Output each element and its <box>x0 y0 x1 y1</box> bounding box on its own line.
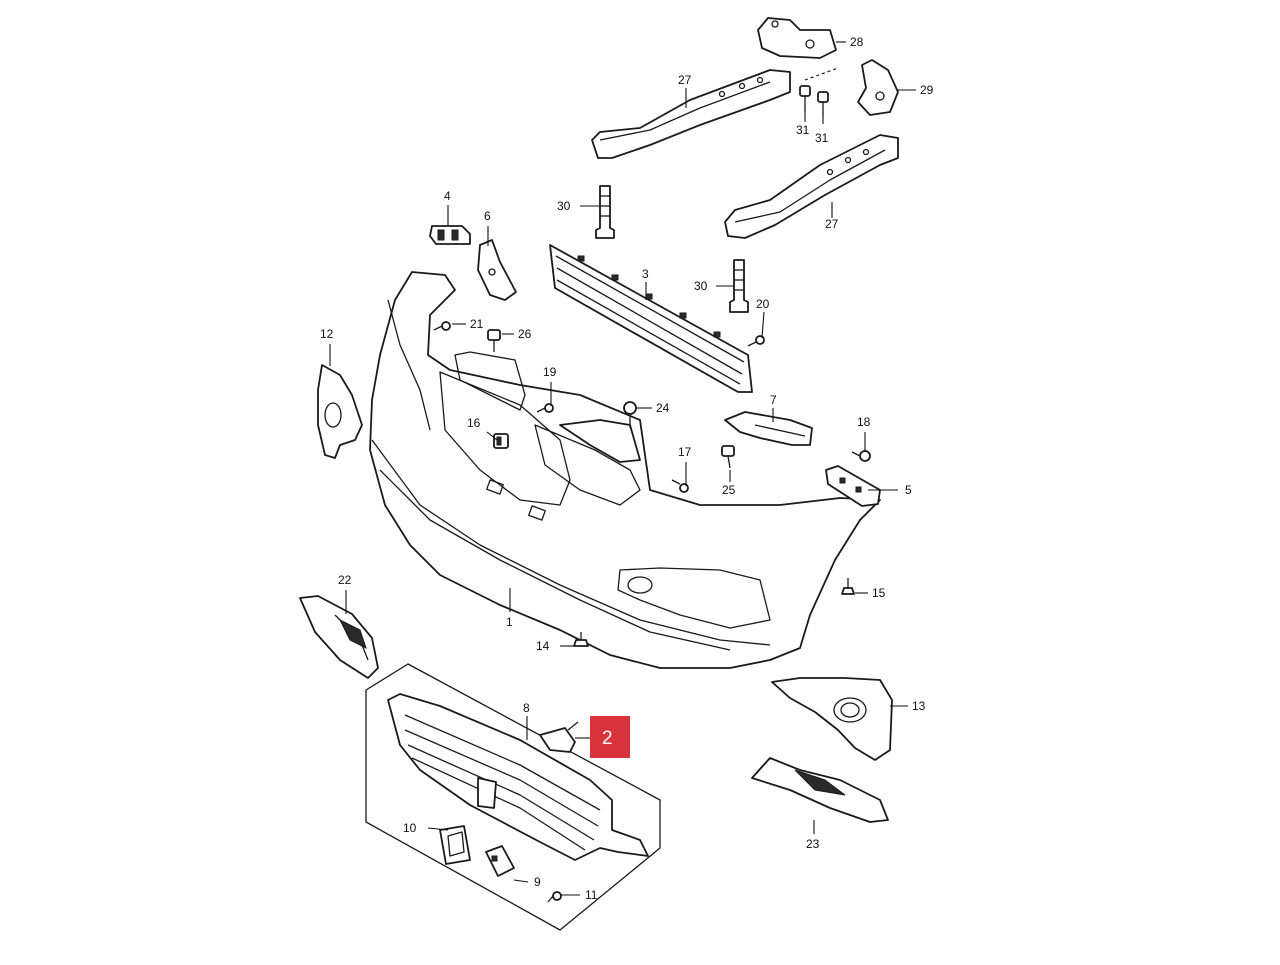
callout-29: 29 <box>920 83 934 97</box>
fastener-15 <box>841 578 855 595</box>
highlight-callout-2: 2 <box>590 716 630 758</box>
callout-11: 11 <box>585 888 598 902</box>
callout-30-upper: 30 <box>557 199 571 213</box>
fastener-25 <box>721 445 735 469</box>
callout-28: 28 <box>850 35 864 49</box>
fastener-26 <box>487 329 501 352</box>
side-bracket-12 <box>317 364 363 459</box>
callout-7: 7 <box>770 393 777 407</box>
bracket-27-lower <box>724 134 899 239</box>
front-grille-8 <box>387 693 649 861</box>
lower-garnish-23 <box>751 757 889 823</box>
callout-22: 22 <box>338 573 352 587</box>
callout-27-upper: 27 <box>678 73 692 87</box>
callout-31-b: 31 <box>815 131 829 145</box>
bracket-16 <box>493 433 509 449</box>
callout-1: 1 <box>506 615 513 629</box>
lower-garnish-22 <box>299 595 379 679</box>
bracket-27-upper <box>591 69 791 159</box>
emblem-base-9 <box>485 845 515 877</box>
fastener-17 <box>671 479 689 493</box>
emblem-10 <box>439 825 471 865</box>
bolt-31-b <box>817 91 829 116</box>
callout-24: 24 <box>656 401 670 415</box>
callout-5: 5 <box>905 483 912 497</box>
callout-31-a: 31 <box>796 123 810 137</box>
callout-23: 23 <box>806 837 820 851</box>
screw-11 <box>547 891 562 903</box>
leader-lines <box>329 41 916 896</box>
fastener-18 <box>851 450 871 462</box>
callout-19: 19 <box>543 365 557 379</box>
callout-15: 15 <box>872 586 886 600</box>
grille-assembly-box <box>365 663 661 931</box>
callout-labels: 1 3 4 5 6 7 8 9 10 11 12 13 14 15 16 17 … <box>320 35 934 902</box>
fastener-21 <box>433 321 451 331</box>
bolt-31-a <box>799 85 811 112</box>
callout-18: 18 <box>857 415 871 429</box>
bracket-29 <box>857 59 899 116</box>
callout-8: 8 <box>523 701 530 715</box>
callout-10: 10 <box>403 821 417 835</box>
callout-12: 12 <box>320 327 334 341</box>
bolt-30-lower <box>729 259 749 313</box>
callout-4: 4 <box>444 189 451 203</box>
callout-30-lower: 30 <box>694 279 708 293</box>
callout-17: 17 <box>678 445 692 459</box>
callout-20: 20 <box>756 297 770 311</box>
callout-3: 3 <box>642 267 649 281</box>
grille-cap-2 <box>539 721 579 753</box>
callout-27-lower: 27 <box>825 217 839 231</box>
callout-25: 25 <box>722 483 736 497</box>
highlight-badge <box>590 716 630 758</box>
bolt-30-upper <box>595 185 615 239</box>
bracket-6 <box>477 239 517 301</box>
fastener-14 <box>573 632 589 647</box>
callout-14: 14 <box>536 639 550 653</box>
fastener-24 <box>623 401 637 428</box>
callout-6: 6 <box>484 209 491 223</box>
upper-grille-3 <box>549 244 753 393</box>
bumper-cover-1 <box>369 271 881 669</box>
bracket-28 <box>757 17 837 59</box>
callout-21: 21 <box>470 317 484 331</box>
retainer-7 <box>724 411 813 446</box>
callout-9: 9 <box>534 875 541 889</box>
callout-13: 13 <box>912 699 926 713</box>
highlight-label: 2 <box>602 728 613 749</box>
callout-16: 16 <box>467 416 481 430</box>
clip-4 <box>429 225 471 245</box>
fog-lamp-cover-13 <box>771 677 893 761</box>
retainer-5 <box>825 465 881 507</box>
callout-26: 26 <box>518 327 532 341</box>
